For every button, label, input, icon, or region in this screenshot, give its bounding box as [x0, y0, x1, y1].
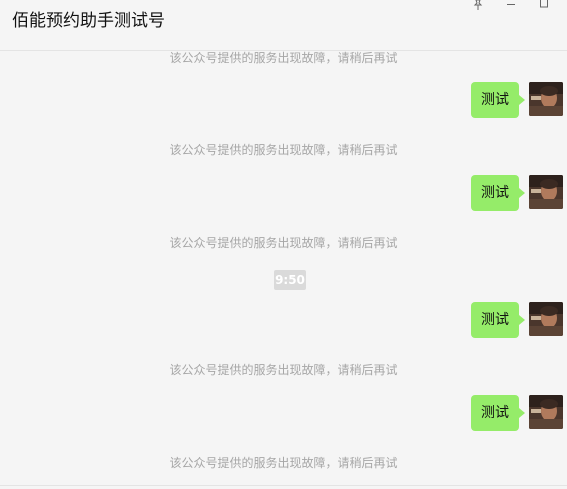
message-bubble[interactable]: 测试: [471, 82, 525, 118]
pin-icon[interactable]: [469, 0, 487, 10]
sent-message: 测试: [0, 302, 567, 338]
user-avatar[interactable]: [529, 175, 563, 209]
sent-message: 测试: [0, 82, 567, 118]
time-stamp: 9:50: [274, 270, 306, 290]
message-bubble[interactable]: 测试: [471, 395, 525, 431]
sent-message: 测试: [0, 395, 567, 431]
minimize-icon[interactable]: [502, 0, 520, 10]
user-avatar[interactable]: [529, 395, 563, 429]
message-bubble[interactable]: 测试: [471, 175, 525, 211]
title-bar: 佰能预约助手测试号: [0, 0, 567, 51]
system-notice: 该公众号提供的服务出现故障，请稍后再试: [169, 143, 398, 157]
message-list[interactable]: 该公众号提供的服务出现故障，请稍后再试 测试 该公众号提供的服务出现故障，请稍后…: [0, 51, 567, 485]
system-notice: 该公众号提供的服务出现故障，请稍后再试: [169, 363, 398, 377]
user-avatar[interactable]: [529, 302, 563, 336]
system-notice: 该公众号提供的服务出现故障，请稍后再试: [169, 236, 398, 250]
input-area-edge: [0, 485, 567, 489]
system-notice: 该公众号提供的服务出现故障，请稍后再试: [169, 456, 398, 470]
maximize-icon[interactable]: [535, 0, 553, 10]
sent-message: 测试: [0, 175, 567, 211]
user-avatar[interactable]: [529, 82, 563, 116]
system-notice: 该公众号提供的服务出现故障，请稍后再试: [169, 51, 398, 65]
message-bubble[interactable]: 测试: [471, 302, 525, 338]
chat-title: 佰能预约助手测试号: [12, 11, 165, 31]
